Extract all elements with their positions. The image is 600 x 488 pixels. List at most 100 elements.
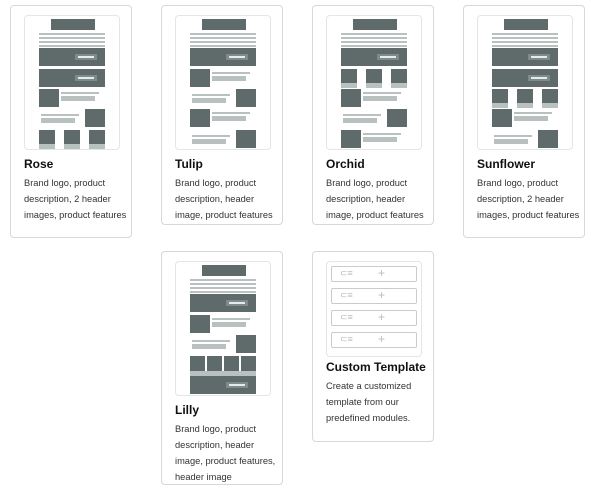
caption-block [190,371,256,376]
template-card-lilly[interactable]: Lilly Brand logo, product description, h… [161,251,283,485]
image-block [89,130,105,144]
image-block [236,335,256,353]
image-block [538,130,558,148]
image-block [391,69,407,83]
template-title: Orchid [326,157,365,171]
text-line [192,135,230,137]
logo-block [353,19,397,30]
text-line [190,287,256,289]
image-block [492,89,508,103]
header-image-block [190,294,256,312]
text-block [41,118,75,123]
template-card-rose[interactable]: Rose Brand logo, product description, 2 … [10,5,132,238]
caption-block [542,103,558,108]
button-block [377,54,399,60]
header-image-block [492,69,558,87]
logo-block [504,19,548,30]
header-image-block [492,48,558,66]
text-line [341,33,407,35]
text-block [212,116,246,121]
template-description: Create a customized template from our pr… [326,381,412,423]
template-title: Rose [24,157,54,171]
plus-icon: + [378,266,386,280]
template-description: Brand logo, product description, 2 heade… [24,178,127,220]
text-line [341,41,407,43]
header-image-block [341,48,407,66]
text-line [492,41,558,43]
caption-block [492,103,508,108]
text-line [190,37,256,39]
text-block [192,98,226,103]
text-line [190,283,256,285]
module-slot: ⊂≡ + [331,310,417,326]
button-block [75,54,97,60]
image-block [64,130,80,144]
header-image-block [190,376,256,394]
text-block [514,116,548,121]
button-block [226,382,248,388]
module-slot: ⊂≡ + [331,266,417,282]
text-line [39,45,105,47]
template-card-custom[interactable]: ⊂≡+ ⊂≡+ ⊂≡+ ⊂≡+ Custom Template Create a… [312,251,434,442]
button-block [226,300,248,306]
text-line [192,94,230,96]
text-line [39,37,105,39]
image-block [236,89,256,107]
template-preview-orchid [326,15,422,150]
text-line [343,114,381,116]
template-description: Brand logo, product description, header … [326,178,424,220]
template-card-tulip[interactable]: Tulip Brand logo, product description, h… [161,5,283,225]
image-block [85,109,105,127]
template-description: Brand logo, product description, 2 heade… [477,178,580,220]
template-preview-custom: ⊂≡+ ⊂≡+ ⊂≡+ ⊂≡+ [326,261,422,357]
template-description: Brand logo, product description, header … [175,424,276,482]
image-block [366,69,382,83]
template-preview-sunflower [477,15,573,150]
caption-block [366,83,382,88]
text-line [39,41,105,43]
template-title: Lilly [175,403,200,417]
logo-block [202,265,246,276]
text-line [190,33,256,35]
image-block [39,130,55,144]
text-line [494,135,532,137]
template-title: Tulip [175,157,203,171]
button-block [528,54,550,60]
caption-block [391,83,407,88]
module-slot: ⊂≡+ [331,288,417,304]
plus-icon: + [378,310,386,324]
button-block [226,54,248,60]
image-block [236,130,256,148]
button-block [528,75,550,81]
image-block [190,69,210,87]
text-block [363,137,397,142]
text-line [212,318,250,320]
text-block [363,96,397,101]
module-list-icon: ⊂≡ [340,268,353,278]
image-block [39,89,59,107]
header-image-block [39,48,105,66]
template-card-orchid[interactable]: Orchid Brand logo, product description, … [312,5,434,225]
template-preview-tulip [175,15,271,150]
text-line [363,92,401,94]
image-block [492,109,512,127]
text-line [341,37,407,39]
caption-block [517,103,533,108]
image-block [341,130,361,148]
text-line [190,279,256,281]
text-line [190,45,256,47]
text-line [192,340,230,342]
header-image-block [190,48,256,66]
caption-block [64,144,80,149]
image-block [190,356,205,371]
text-line [341,45,407,47]
plus-icon: + [378,288,386,302]
module-list-icon: ⊂≡ [340,312,353,322]
template-card-sunflower[interactable]: Sunflower Brand logo, product descriptio… [463,5,585,238]
image-block [190,315,210,333]
caption-block [89,144,105,149]
image-block [387,109,407,127]
caption-block [39,144,55,149]
logo-block [202,19,246,30]
text-block [192,139,226,144]
